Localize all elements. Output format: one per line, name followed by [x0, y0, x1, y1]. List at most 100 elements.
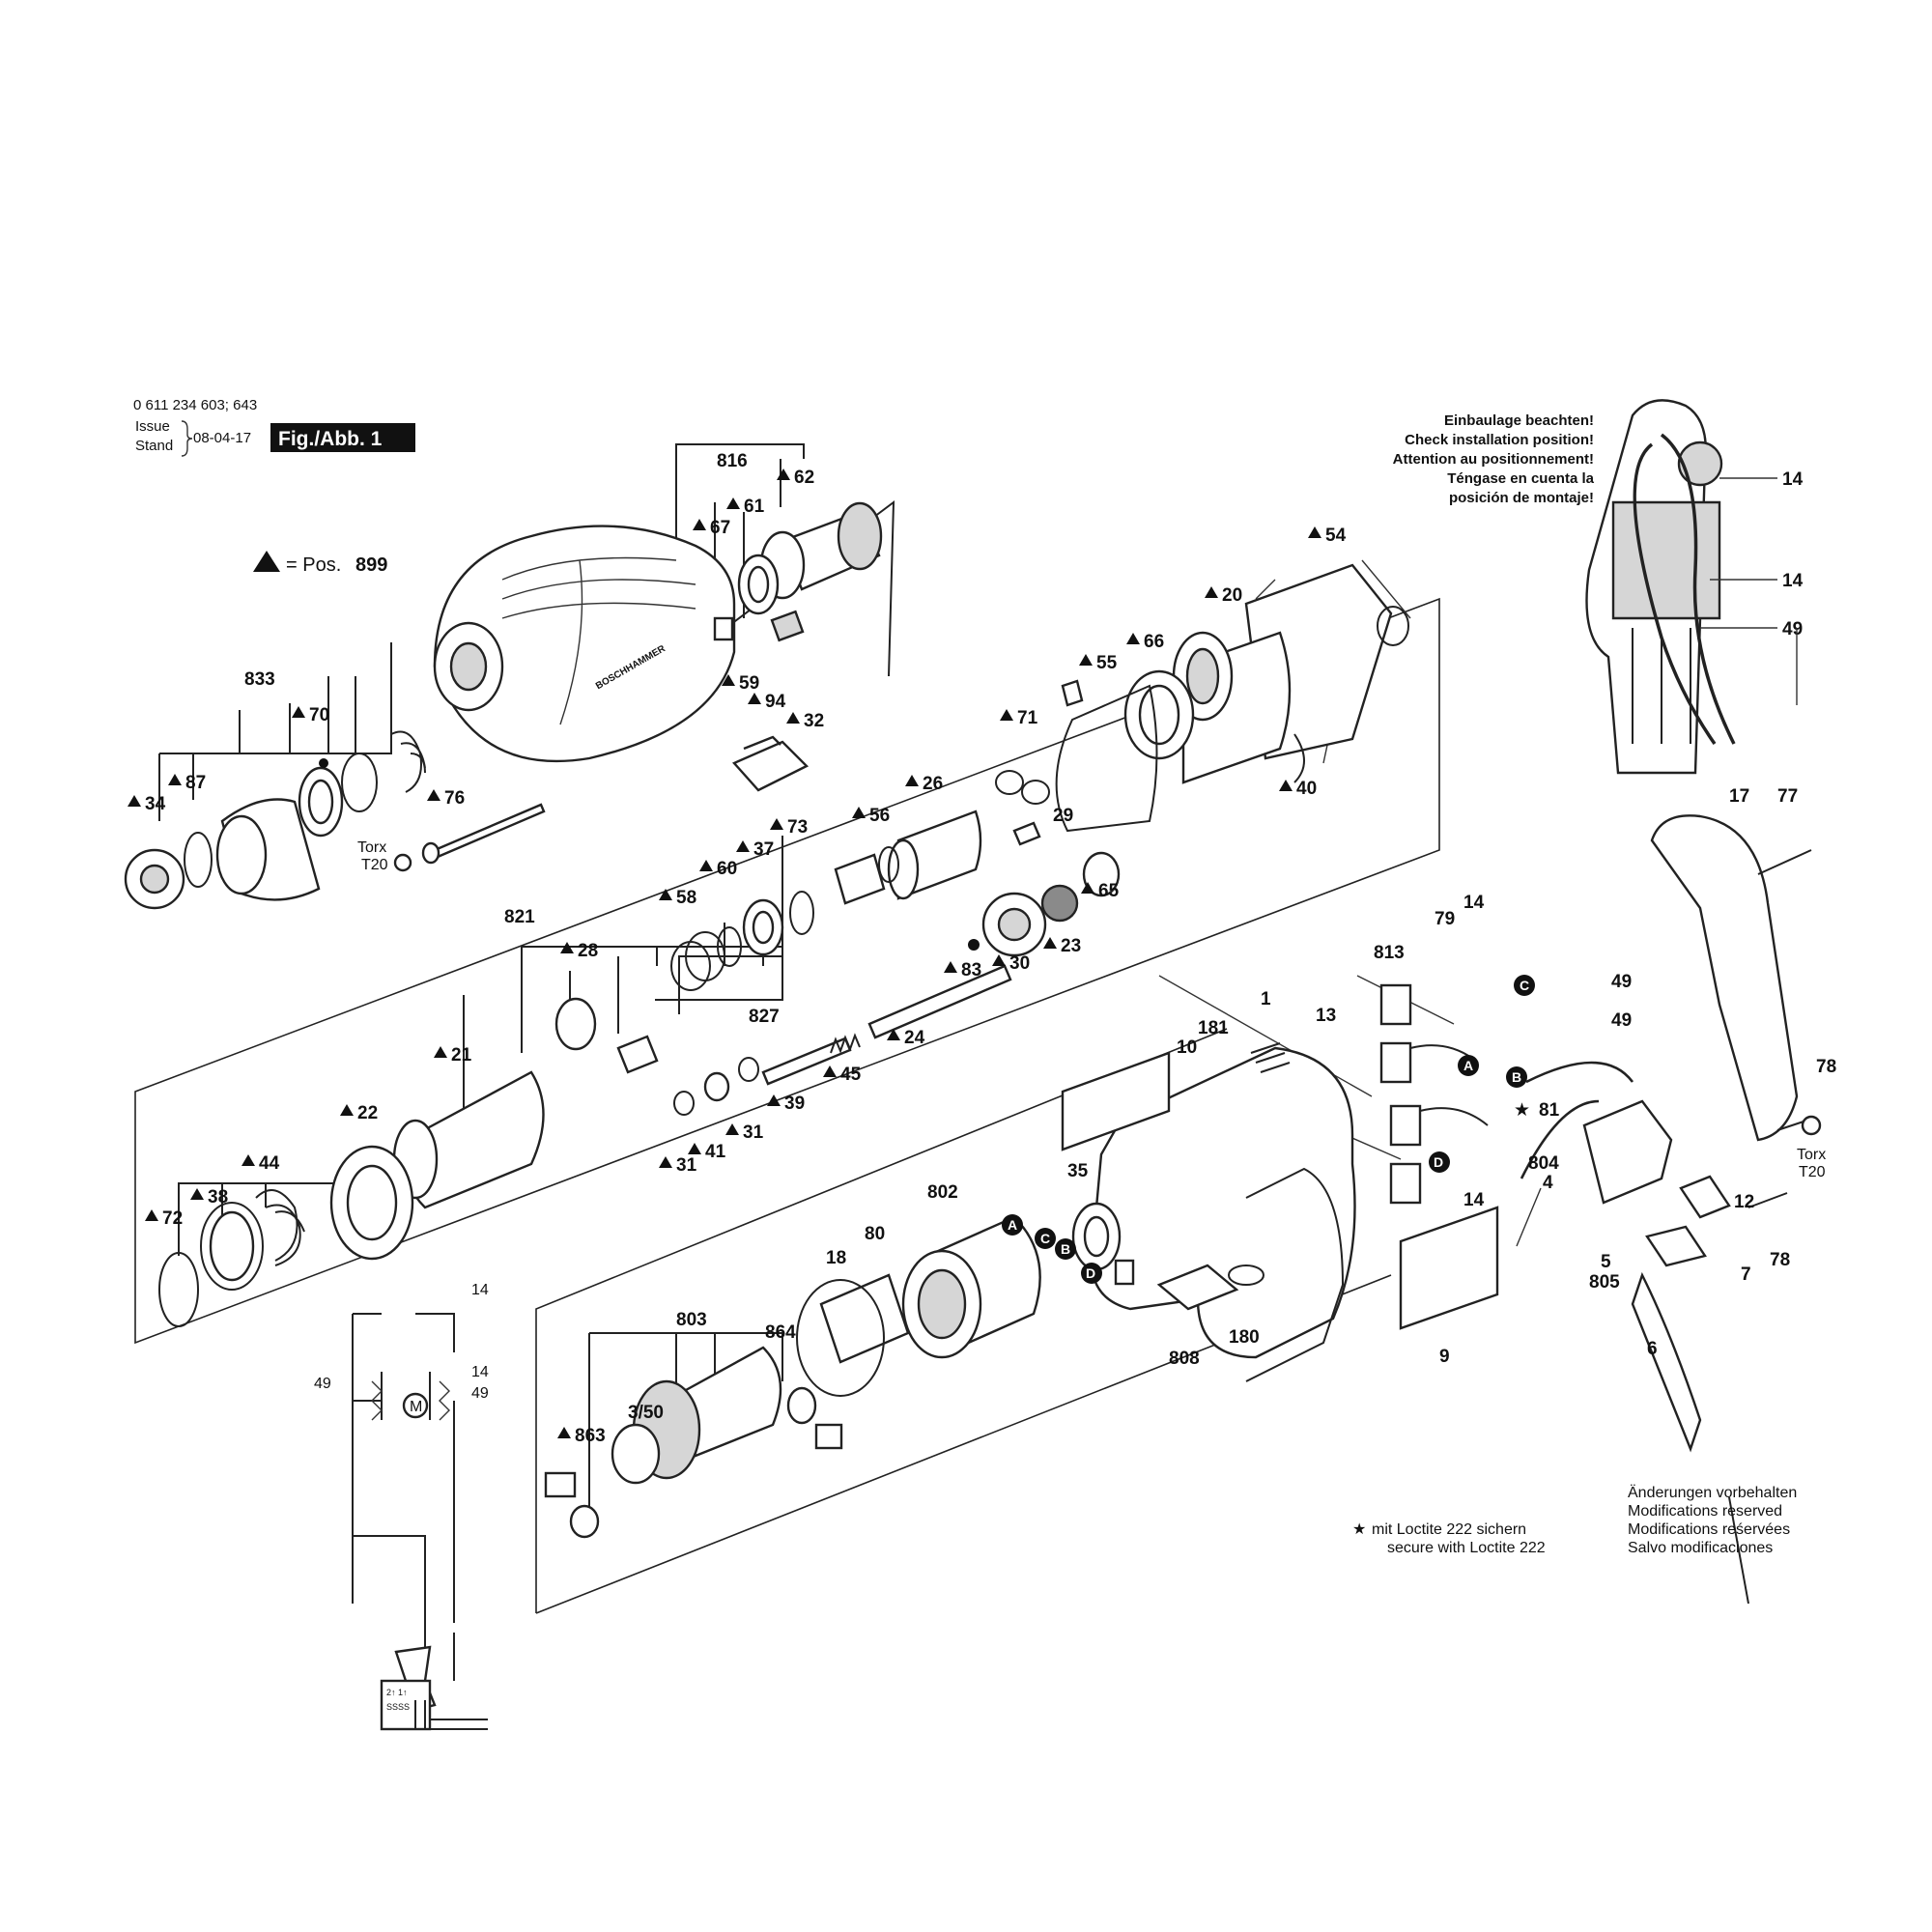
svg-text:Einbaulage beachten!: Einbaulage beachten!	[1444, 412, 1594, 429]
pos899-triangle-icon	[887, 1029, 900, 1040]
pos899-triangle-icon	[725, 1123, 739, 1135]
spindle-assembly	[158, 1070, 545, 1327]
pos899-triangle-icon	[1000, 709, 1013, 721]
callout-6: 6	[1647, 1339, 1658, 1359]
wiring-schematic: M 2↑ 1↑ SSSS 14 14 49 49	[314, 1282, 489, 1731]
callout-29: 29	[1053, 806, 1073, 826]
callout-18: 18	[826, 1248, 846, 1268]
svg-text:Téngase en cuenta la: Téngase en cuenta la	[1447, 470, 1594, 487]
svg-text:A: A	[1008, 1217, 1017, 1233]
shaft-parts	[554, 964, 1012, 1116]
wiring-lead-49a: 49	[314, 1376, 331, 1392]
wiring-lead-14b: 14	[471, 1364, 489, 1380]
pos899-triangle-icon	[1205, 586, 1218, 598]
part-selector	[732, 735, 810, 792]
pos899-triangle-icon	[340, 1104, 354, 1116]
needle-bearing	[713, 501, 883, 642]
callout-45: 45	[840, 1065, 862, 1085]
callout-39: 39	[784, 1094, 805, 1114]
callout-56: 56	[869, 806, 890, 826]
screw-76	[433, 803, 546, 859]
install-position-note: Einbaulage beachten! Check installation …	[1393, 412, 1595, 506]
pos899-triangle-icon	[688, 1143, 701, 1154]
pos899-triangle-icon	[427, 789, 440, 801]
callout-41: 41	[705, 1142, 726, 1162]
pos899-triangle-icon	[852, 807, 866, 818]
modifications-note: Änderungen vorbehalten Modifications res…	[1628, 1484, 1797, 1556]
pos899-triangle-icon	[736, 840, 750, 852]
callout-71: 71	[1017, 708, 1038, 728]
svg-text:T20: T20	[361, 857, 388, 873]
callout-26: 26	[923, 774, 943, 794]
callout-49b: 49	[1611, 1010, 1632, 1031]
callout-34: 34	[145, 794, 166, 814]
header-brace	[181, 420, 193, 457]
issue-date: 08-04-17	[193, 430, 251, 446]
callout-37: 37	[753, 839, 774, 860]
figure-badge: Fig./Abb. 1	[270, 423, 415, 452]
callout-22: 22	[357, 1103, 378, 1123]
callout-83: 83	[961, 960, 981, 980]
callout-59: 59	[739, 673, 759, 694]
brush-holders	[1379, 983, 1489, 1205]
callout-10: 10	[1177, 1037, 1197, 1058]
callout-802: 802	[927, 1182, 958, 1203]
callout-14a: 14	[1463, 893, 1485, 913]
svg-text:Fig./Abb. 1: Fig./Abb. 1	[278, 428, 383, 450]
callout-813: 813	[1374, 943, 1405, 963]
callout-70: 70	[309, 705, 329, 725]
callout-55: 55	[1096, 653, 1118, 673]
torx-label-left: Torx T20	[357, 839, 412, 873]
callout-79: 79	[1435, 909, 1455, 929]
callout-7: 7	[1741, 1264, 1751, 1285]
callout-80: 80	[865, 1224, 885, 1244]
callout-24: 24	[904, 1028, 925, 1048]
flange-assembly	[1055, 563, 1409, 833]
svg-text:Torx: Torx	[1797, 1147, 1826, 1163]
callout-81: 81	[1539, 1100, 1560, 1121]
wiring-lead-49b: 49	[471, 1385, 489, 1402]
callout-803: 803	[676, 1310, 707, 1330]
callout-58: 58	[676, 888, 696, 908]
pos899-triangle-icon	[168, 774, 182, 785]
pos899-triangle-icon	[767, 1094, 781, 1106]
svg-text:posición de montaje!: posición de montaje!	[1449, 490, 1594, 506]
callout-9: 9	[1439, 1347, 1450, 1367]
callout-inset-14a: 14	[1782, 469, 1804, 490]
screw-head	[421, 841, 440, 865]
callout-87: 87	[185, 773, 206, 793]
callout-77: 77	[1777, 786, 1798, 807]
issue-label: Issue	[135, 418, 170, 435]
motor-housing	[1061, 1042, 1499, 1382]
model-numbers: 0 611 234 603; 643	[133, 397, 257, 413]
pos-triangle-icon	[253, 551, 280, 572]
callout-numbers: 8166261678337034875994327654206655407126…	[128, 451, 1836, 1538]
callout-1: 1	[1261, 989, 1271, 1009]
loctite-note: mit Loctite 222 sichern secure with Loct…	[1372, 1521, 1546, 1556]
callout-65: 65	[1098, 881, 1120, 901]
pos899-triangle-icon	[242, 1154, 255, 1166]
loctite-note-star-icon: ★	[1352, 1521, 1366, 1538]
loctite-star-icon: ★	[1514, 1100, 1530, 1121]
callout-35: 35	[1067, 1161, 1089, 1181]
callout-23: 23	[1061, 936, 1081, 956]
pos899-triangle-icon	[659, 889, 672, 900]
callout-67: 67	[710, 518, 730, 538]
pos899-triangle-icon	[1308, 526, 1321, 538]
callout-180: 180	[1229, 1327, 1260, 1348]
pos899-triangle-icon	[722, 674, 735, 686]
motor-symbol: M	[410, 1399, 422, 1415]
callout-13: 13	[1316, 1006, 1336, 1026]
pos899-triangle-icon	[944, 961, 957, 973]
callout-816: 816	[717, 451, 748, 471]
svg-text:A: A	[1463, 1058, 1473, 1073]
pos899-triangle-icon	[1279, 780, 1293, 791]
torx-label-right: Torx T20	[1797, 1115, 1826, 1180]
wiring-lead-14a: 14	[471, 1282, 489, 1298]
callout-76: 76	[444, 788, 465, 809]
svg-text:D: D	[1434, 1154, 1443, 1170]
svg-text:Torx: Torx	[357, 839, 386, 856]
callout-73: 73	[787, 817, 808, 838]
pos899-triangle-icon	[1043, 937, 1057, 949]
